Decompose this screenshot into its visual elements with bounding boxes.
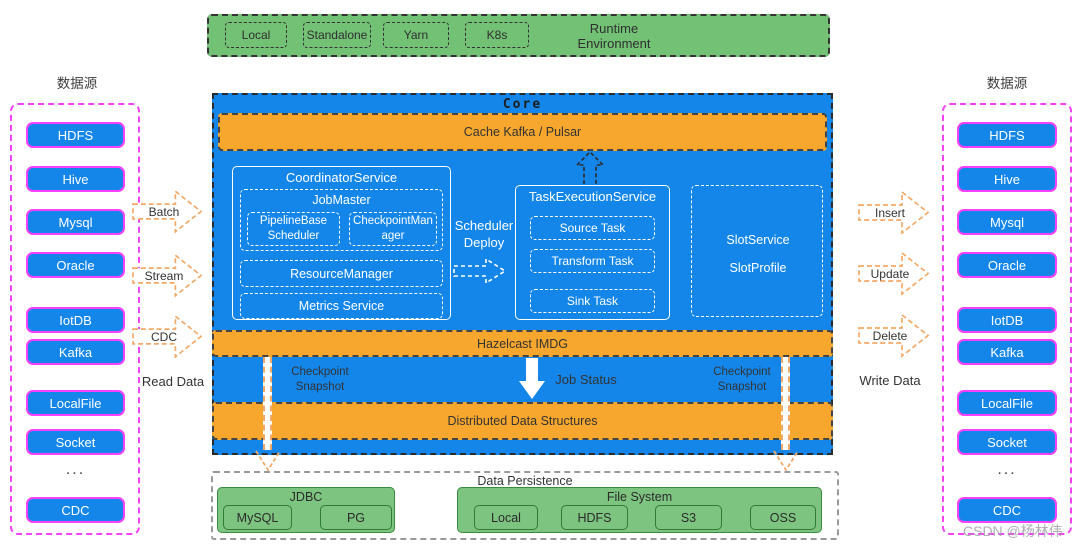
- down-chevron-shape: [773, 450, 799, 472]
- sink-item-kafka: Kafka: [957, 339, 1057, 365]
- up-arrow-shape: [575, 150, 605, 184]
- sink-item-socket: Socket: [957, 429, 1057, 455]
- job-status-arrow-shape: [519, 358, 545, 399]
- snapshot-shaft-right: [781, 357, 790, 450]
- runtime-mode-label: K8s: [486, 28, 508, 42]
- write-data-label: Write Data: [859, 372, 921, 388]
- snapshot-arrowhead-right: [773, 450, 799, 472]
- checkpoint-manager-box: CheckpointManager: [349, 212, 437, 246]
- insert-arrow: Insert: [858, 190, 930, 235]
- checkpoint-snapshot-left-label: Checkpoint Snapshot: [291, 366, 349, 393]
- job-status-arrow: [518, 358, 546, 400]
- transform-task-box: Transform Task: [530, 249, 655, 273]
- runtime-mode-label: Yarn: [403, 28, 429, 42]
- data-persistence-title: Data Persistence: [477, 473, 573, 488]
- runtime-mode-label: Standalone: [306, 28, 368, 42]
- delete-arrow-shape: [858, 313, 930, 358]
- jdbc-mysql-box: MySQL: [223, 505, 292, 530]
- source-item-hive: Hive: [26, 166, 125, 192]
- sink-item-cdc: CDC: [957, 497, 1057, 523]
- runtime-environment-label: Runtime Environment: [577, 20, 651, 51]
- coordinator-service-box: CoordinatorService: [232, 166, 451, 320]
- pipeline-base-scheduler-box: PipelineBase Scheduler: [247, 212, 340, 246]
- fs-oss-box: OSS: [750, 505, 816, 530]
- sink-item-oracle: Oracle: [957, 252, 1057, 278]
- runtime-mode-yarn: Yarn: [383, 22, 449, 48]
- jobmaster-box: JobMaster: [240, 189, 443, 251]
- job-status-label: Job Status: [555, 371, 617, 387]
- scheduler-deploy-label: Scheduler Deploy: [454, 218, 514, 250]
- cdc-arrow-label: CDC: [151, 329, 177, 344]
- metrics-service-box: Metrics Service: [240, 293, 443, 319]
- sink-task-box: Sink Task: [530, 289, 655, 313]
- deploy-arrow-shape: [453, 257, 507, 285]
- runtime-mode-standalone: Standalone: [303, 22, 371, 48]
- source-task-box: Source Task: [530, 216, 655, 240]
- slot-profile-label: SlotProfile: [729, 261, 787, 275]
- source-item-hdfs: HDFS: [26, 122, 125, 148]
- source-item-oracle: Oracle: [26, 252, 125, 278]
- update-arrow-label: Update: [870, 266, 910, 281]
- cache-kafka-pulsar-bar: Cache Kafka / Pulsar: [218, 113, 827, 151]
- stream-arrow-label: Stream: [144, 268, 184, 283]
- delete-arrow: Delete: [858, 313, 930, 358]
- core-title: Core: [502, 96, 543, 112]
- read-data-label: Read Data: [141, 373, 205, 389]
- stream-arrow-shape: [132, 253, 203, 298]
- batch-arrow-label: Batch: [148, 204, 180, 219]
- source-item-kafka: Kafka: [26, 339, 125, 365]
- fs-local-box: Local: [474, 505, 538, 530]
- cdc-arrow: CDC: [132, 314, 203, 359]
- batch-arrow: Batch: [132, 189, 203, 234]
- sink-item-iotdb: IotDB: [957, 307, 1057, 333]
- sink-item-mysql: Mysql: [957, 209, 1057, 235]
- slot-service-label: SlotService: [726, 233, 790, 247]
- fs-s3-box: S3: [655, 505, 722, 530]
- stream-arrow: Stream: [132, 253, 203, 298]
- jdbc-title: JDBC: [289, 490, 323, 504]
- task-execution-service-title: TaskExecutionService: [528, 189, 657, 204]
- core-panel: [212, 93, 833, 455]
- delete-arrow-label: Delete: [872, 328, 908, 343]
- snapshot-arrowhead-left: [255, 450, 281, 472]
- watermark: CSDN @杨林伟: [963, 523, 1063, 539]
- source-item-cdc: CDC: [26, 497, 125, 523]
- sink-item-localfile: LocalFile: [957, 390, 1057, 416]
- hazelcast-imdg-bar: Hazelcast IMDG: [212, 330, 833, 357]
- fs-hdfs-box: HDFS: [561, 505, 628, 530]
- runtime-mode-local: Local: [225, 22, 287, 48]
- runtime-mode-k8s: K8s: [465, 22, 529, 48]
- source-item-socket: Socket: [26, 429, 125, 455]
- runtime-environment-panel: [207, 14, 830, 57]
- source-ellipsis-left: ...: [65, 461, 86, 478]
- source-item-iotdb: IotDB: [26, 307, 125, 333]
- datasource-title-left: 数据源: [56, 76, 98, 91]
- cdc-arrow-shape: [132, 314, 203, 359]
- deploy-arrow: [453, 257, 507, 285]
- runtime-mode-label: Local: [241, 28, 271, 42]
- task-execution-service-box: TaskExecutionService: [515, 185, 670, 320]
- insert-arrow-label: Insert: [874, 205, 905, 220]
- datasource-title-right: 数据源: [986, 76, 1028, 91]
- coordinator-service-title: CoordinatorService: [285, 170, 398, 185]
- insert-arrow-shape: [858, 190, 930, 235]
- source-item-mysql: Mysql: [26, 209, 125, 235]
- checkpoint-snapshot-right-label: Checkpoint Snapshot: [713, 366, 771, 393]
- sink-item-hive: Hive: [957, 166, 1057, 192]
- resource-manager-box: ResourceManager: [240, 260, 443, 287]
- jdbc-pg-box: PG: [320, 505, 392, 530]
- file-system-title: File System: [606, 490, 673, 504]
- snapshot-shaft-left: [263, 357, 272, 450]
- batch-arrow-shape: [132, 189, 203, 234]
- update-arrow-shape: [858, 251, 930, 296]
- task-to-cache-up-arrow: [575, 150, 605, 185]
- update-arrow: Update: [858, 251, 930, 296]
- sink-ellipsis-right: ...: [997, 461, 1017, 478]
- down-chevron-shape: [255, 450, 281, 472]
- distributed-data-structures-bar: Distributed Data Structures: [212, 402, 833, 440]
- slot-service-box: SlotService SlotProfile: [691, 185, 823, 317]
- source-item-localfile: LocalFile: [26, 390, 125, 416]
- sink-item-hdfs: HDFS: [957, 122, 1057, 148]
- jobmaster-title: JobMaster: [312, 193, 371, 207]
